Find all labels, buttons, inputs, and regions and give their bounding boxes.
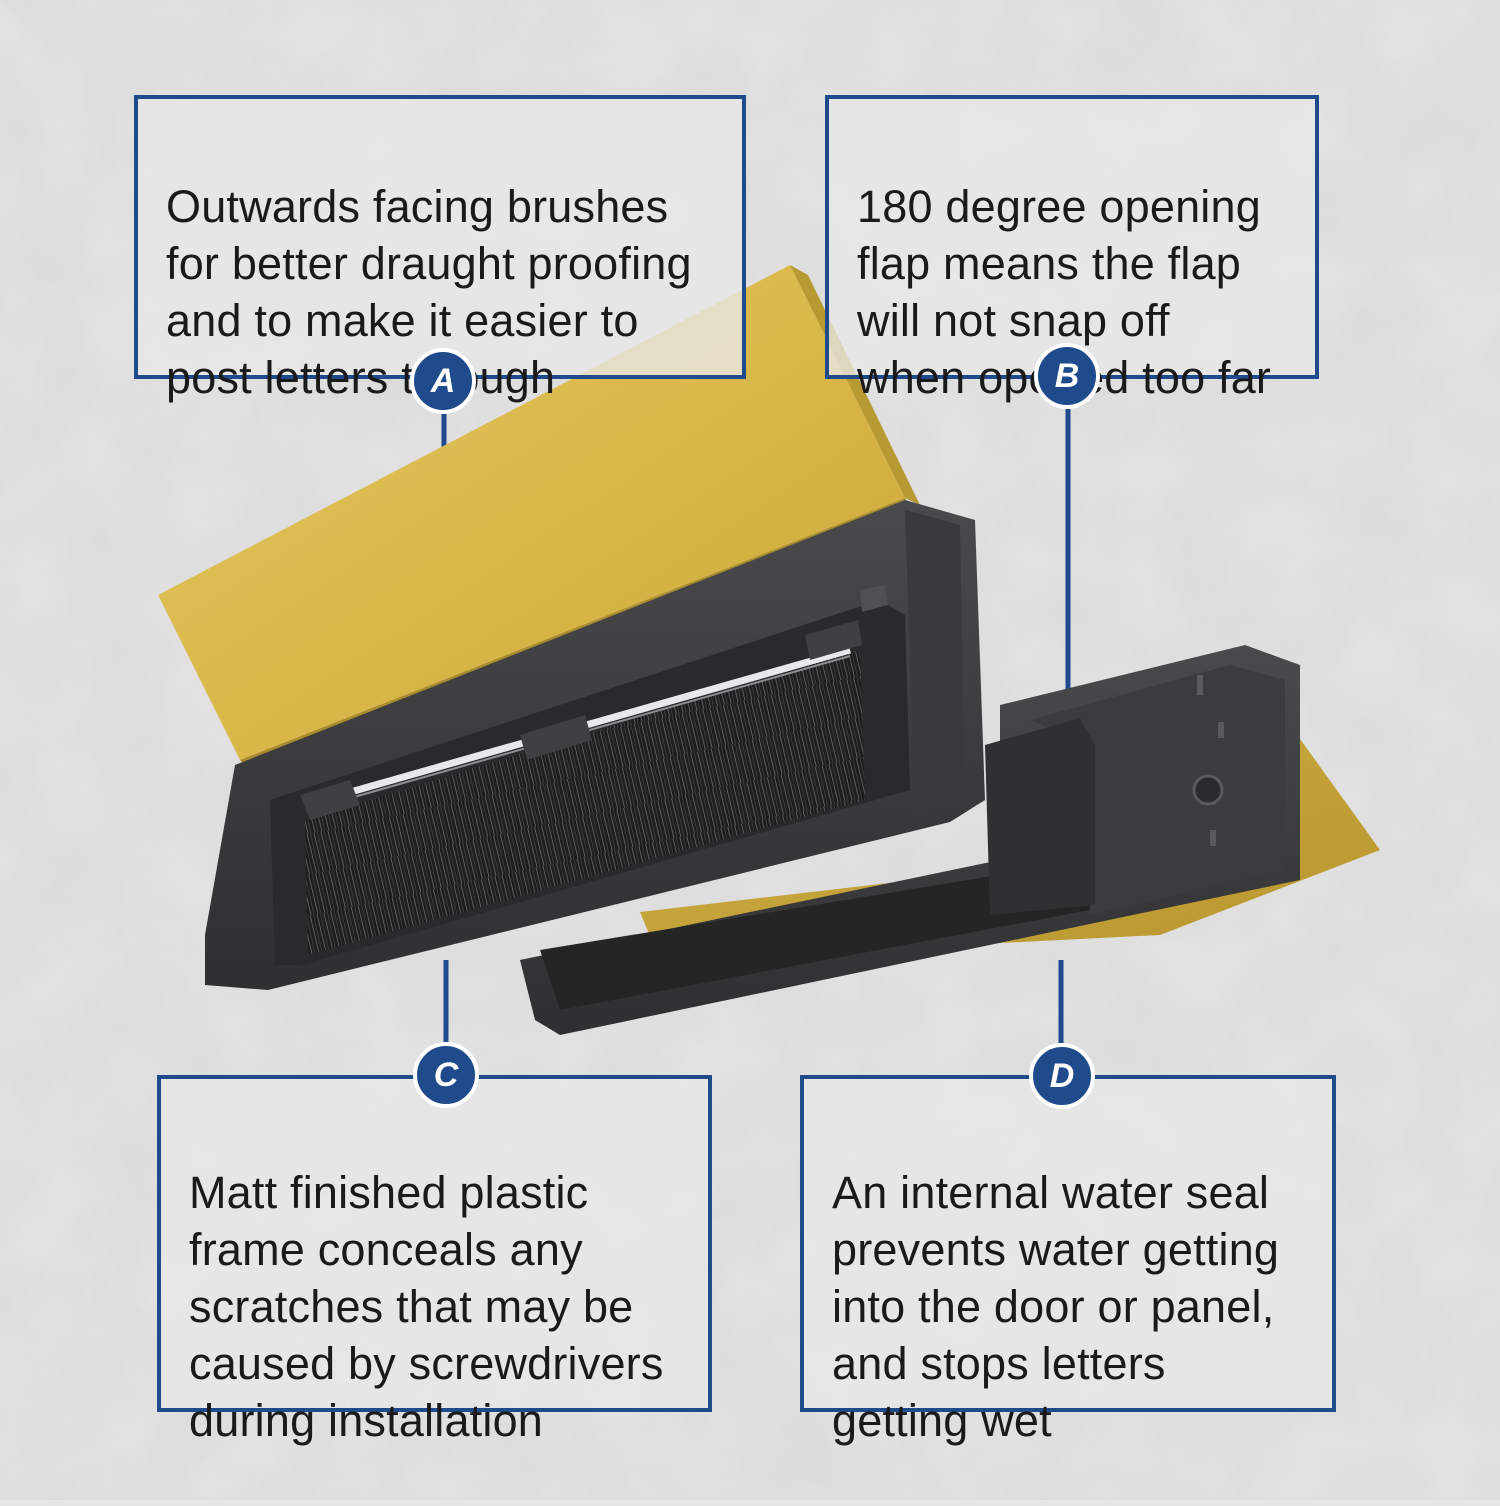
callout-b: 180 degree opening flap means the flap w… [825,95,1319,403]
callout-c: Matt finished plastic frame conceals any… [157,1075,712,1446]
callout-c-text: Matt finished plastic frame conceals any… [189,1167,664,1446]
marker-a: A [410,348,476,414]
rear-letterplate-frame [520,645,1300,1035]
marker-b: B [1034,343,1100,409]
marker-d: D [1029,1043,1095,1109]
callout-a: Outwards facing brushes for better draug… [134,95,746,403]
callout-b-text: 180 degree opening flap means the flap w… [857,181,1272,403]
front-letterplate-frame [205,500,985,990]
guide-rod [339,646,851,799]
callout-d-text: An internal water seal prevents water ge… [832,1167,1280,1446]
callout-d: An internal water seal prevents water ge… [800,1075,1336,1446]
marker-c: C [413,1042,479,1108]
callout-a-text: Outwards facing brushes for better draug… [166,181,692,403]
brush-strip [305,650,865,955]
